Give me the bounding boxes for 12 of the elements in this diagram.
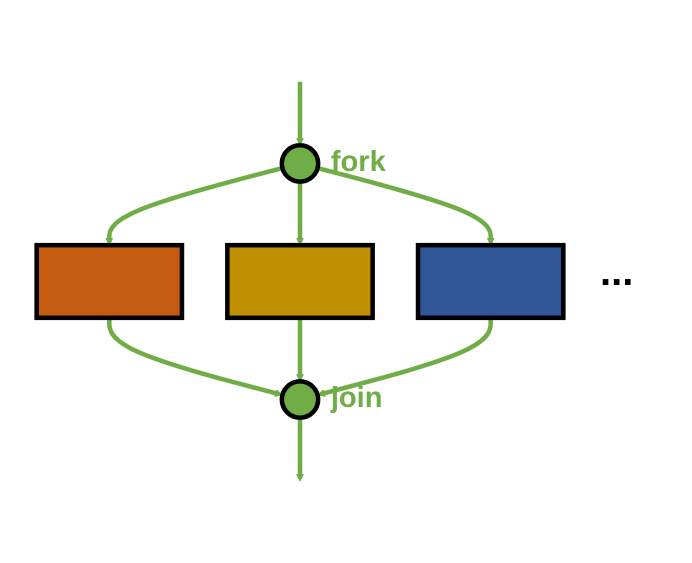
node-box — [416, 242, 566, 320]
ellipsis-label: ... — [600, 250, 634, 295]
arrow — [296, 318, 304, 382]
node-box — [34, 242, 184, 320]
node-circle — [280, 379, 320, 420]
node-box — [225, 242, 375, 320]
arrow — [107, 318, 283, 397]
node-caption: fork — [330, 146, 386, 178]
node-caption: join — [330, 382, 383, 414]
arrow — [296, 418, 304, 482]
node-circle — [280, 143, 320, 184]
arrow — [317, 318, 493, 397]
